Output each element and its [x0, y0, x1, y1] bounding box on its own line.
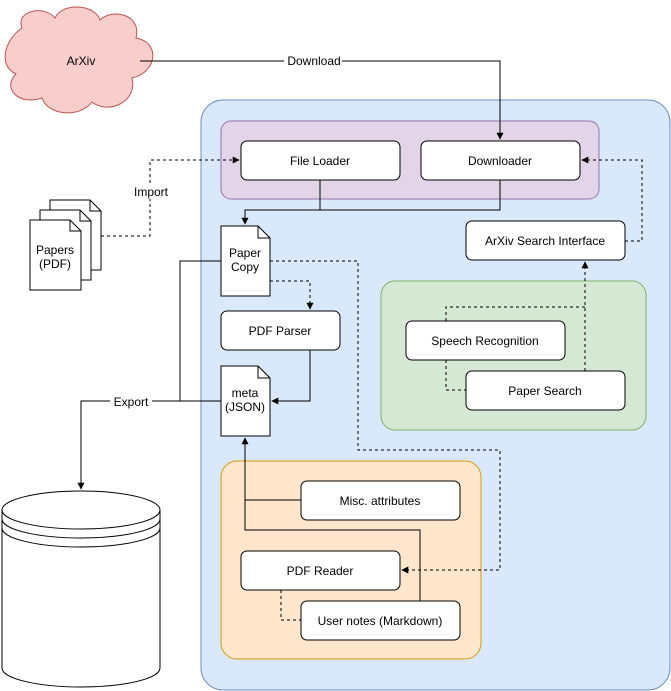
user-notes-label: User notes (Markdown) — [318, 614, 443, 628]
edge-copy-to-reader — [270, 260, 501, 574]
database-cylinder — [1, 490, 161, 688]
edge-import-label: Import — [134, 185, 169, 199]
pdf-parser-box — [220, 310, 341, 351]
edge-speech-to-search — [445, 360, 466, 391]
meta-label-line2: (JSON) — [225, 400, 265, 414]
paper-copy-label-line1: Paper — [229, 246, 261, 260]
paper-copy-label-line2: Copy — [231, 260, 259, 274]
speech-recognition-box — [405, 320, 566, 361]
file-loader-label: File Loader — [290, 154, 350, 168]
arxiv-cloud — [4, 6, 154, 114]
edge-search-to-downloader — [581, 156, 643, 242]
paper-copy-doc — [220, 225, 271, 297]
edge-export-label: Export — [114, 395, 149, 409]
papers-document-stack — [29, 199, 102, 291]
edge-loader-to-copy — [241, 180, 321, 225]
misc-attributes-label: Misc. attributes — [340, 494, 421, 508]
downloader-label: Downloader — [468, 154, 532, 168]
speech-recognition-label: Speech Recognition — [431, 334, 538, 348]
meta-label-line1: meta — [232, 386, 259, 400]
edge-reader-to-notes — [280, 590, 301, 621]
arxiv-label: ArXiv — [67, 54, 96, 68]
pdf-parser-label: PDF Parser — [249, 324, 312, 338]
edge-download — [140, 60, 504, 140]
arxiv-search-label: ArXiv Search Interface — [485, 234, 605, 248]
edge-downloader-to-copy — [320, 180, 501, 211]
edge-download-label: Download — [287, 54, 340, 68]
paper-search-label: Paper Search — [508, 384, 581, 398]
meta-json-doc — [220, 365, 271, 437]
pdf-reader-box — [240, 550, 401, 591]
edge-copy-to-parser — [270, 280, 314, 310]
edge-notes-to-meta — [241, 437, 421, 601]
edge-speech-to-search-top — [445, 306, 585, 321]
pdf-reader-label: PDF Reader — [287, 564, 354, 578]
edge-parser-to-meta — [271, 350, 311, 405]
edge-export — [77, 260, 221, 490]
papers-label-line2: (PDF) — [39, 257, 71, 271]
papers-label-line1: Papers — [36, 243, 74, 257]
